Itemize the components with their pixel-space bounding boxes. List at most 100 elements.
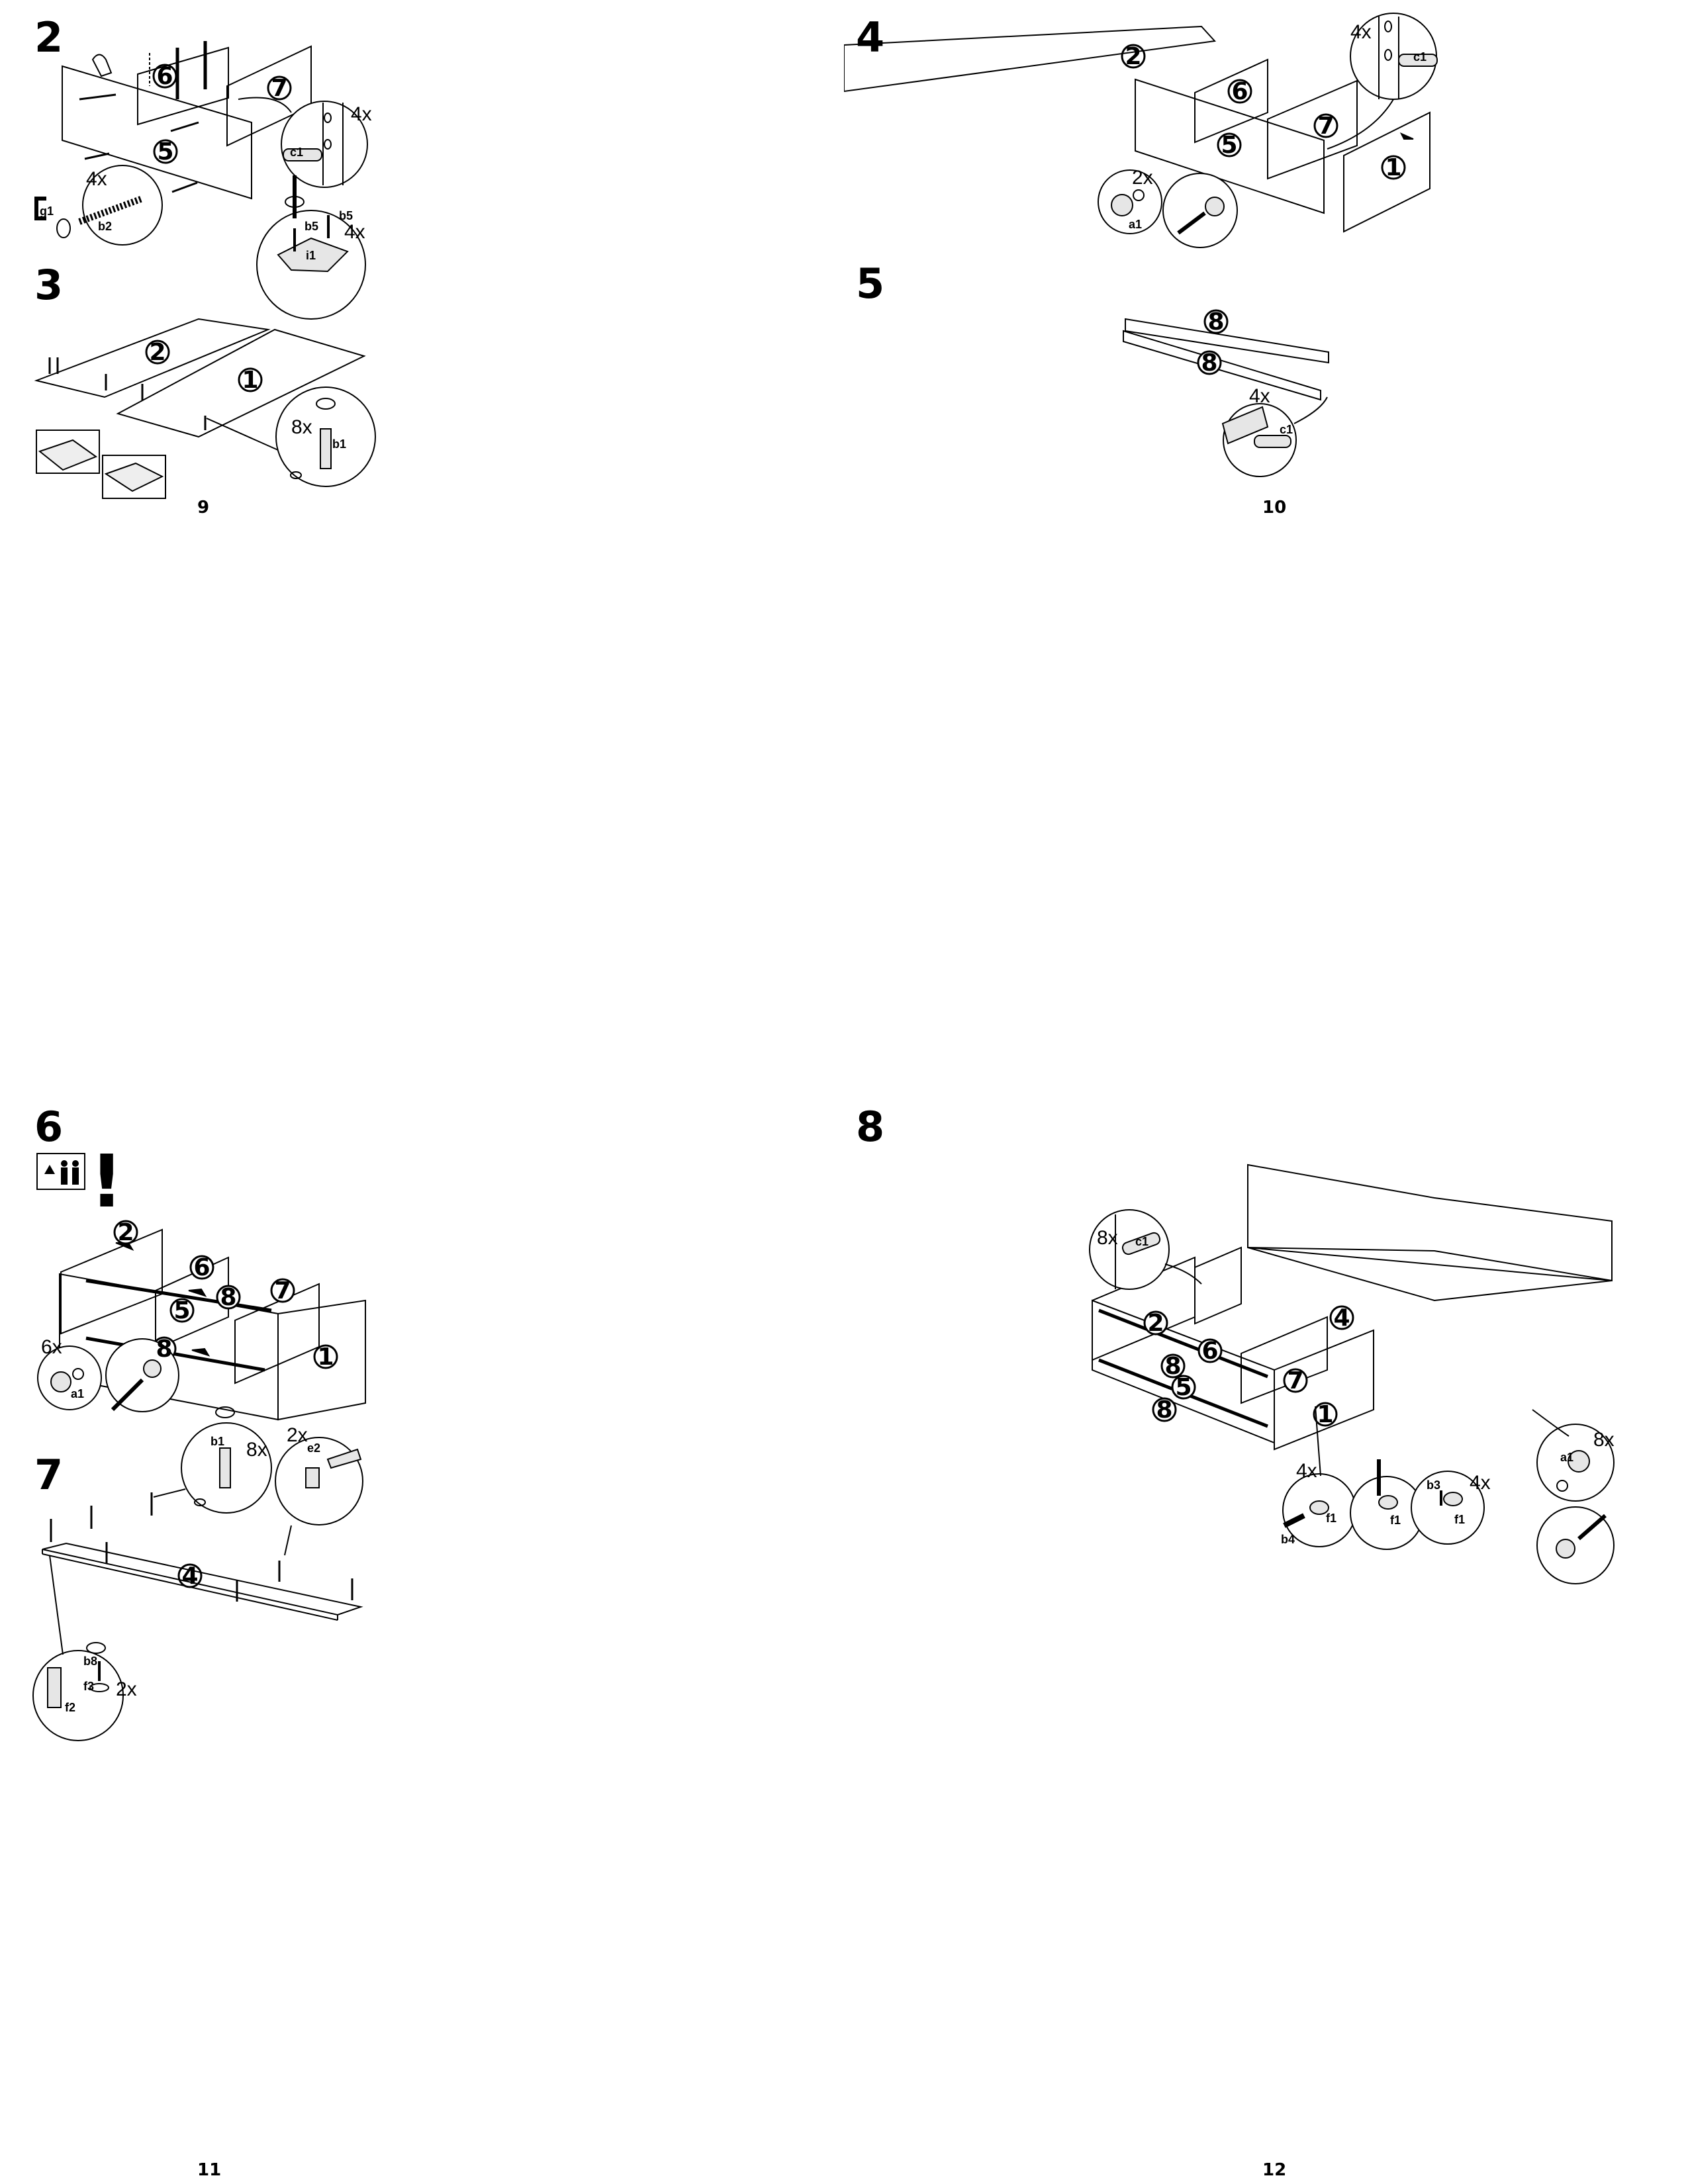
cam-screw-b2 — [78, 195, 144, 225]
part-code-label: i1 — [306, 249, 316, 262]
part-badge — [216, 1285, 241, 1310]
part-code-label: g1 — [40, 205, 54, 218]
side-panel-7 — [1241, 1316, 1328, 1404]
part-code-label: c1 — [1135, 1235, 1149, 1248]
part-number-label: 7 — [274, 1277, 291, 1304]
step-number: 2 — [34, 13, 64, 62]
part-number-label: 6 — [193, 1254, 210, 1281]
screwdriver-icon — [1577, 1514, 1607, 1541]
part-number-label: 7 — [271, 75, 287, 102]
part-code-label: f1 — [1390, 1514, 1401, 1527]
cam-lock-a1 — [50, 1371, 71, 1392]
assembly-illustration: 6 7 5 4x 4x c1 g1 b2 2 1 4x 8x b5 b5 i1 … — [34, 41, 376, 499]
back-panel-4 — [1247, 1247, 1613, 1302]
part-badge — [1329, 1305, 1354, 1330]
part-badge — [113, 1220, 138, 1245]
callout-line — [1164, 1263, 1202, 1285]
page-number: 9 — [197, 498, 210, 518]
part-number-label: 8 — [156, 1336, 172, 1363]
page-number: 12 — [1262, 2160, 1287, 2180]
screwdriver-icon — [215, 1406, 235, 1418]
dowel-c1 — [1398, 54, 1438, 67]
door-panel-1 — [1343, 111, 1430, 233]
screwdriver-icon — [316, 398, 336, 410]
step-number: 3 — [34, 261, 64, 309]
hammer-icon — [326, 1448, 362, 1469]
part-number-label: 1 — [317, 1343, 334, 1371]
part-number-label: 5 — [1221, 132, 1237, 159]
warning-pictogram — [44, 1160, 79, 1185]
part-number-label: 1 — [1385, 154, 1401, 181]
assembly-illustration: 2 6 8 7 5 8 1 6x a1 4 8x 2x 2x b1 e2 b8 … — [32, 1219, 366, 1741]
side-panel-7 — [1267, 79, 1358, 180]
dowel — [171, 181, 198, 193]
quantity-label: 4x — [1470, 1472, 1491, 1494]
part-number-label: 1 — [242, 367, 258, 394]
part-code-label: a1 — [71, 1387, 84, 1400]
part-badge — [189, 1255, 214, 1280]
quantity-label: 8x — [246, 1439, 267, 1461]
part-number-label: 8 — [1164, 1353, 1181, 1380]
part-badge — [1121, 44, 1146, 69]
part-code-label: b1 — [332, 437, 346, 451]
part-number-label: 2 — [1147, 1310, 1164, 1337]
quantity-label: 4x — [1350, 21, 1372, 43]
part-badge — [152, 64, 177, 89]
part-badge — [1203, 309, 1229, 334]
side-panel-1 — [1274, 1329, 1374, 1451]
callout-line — [153, 1488, 186, 1498]
arrow-icon — [191, 1347, 211, 1357]
part-number-label: 7 — [1287, 1367, 1303, 1394]
quantity-label: 8x — [1593, 1429, 1615, 1451]
dowel — [170, 121, 199, 132]
part-code-label: f1 — [1326, 1512, 1336, 1525]
part-code-label: c1 — [290, 146, 303, 159]
part-badge — [1152, 1397, 1177, 1422]
part-badge — [1160, 1353, 1186, 1379]
quantity-label: 4x — [351, 103, 372, 125]
assembly-illustration: 2 6 7 5 1 4x 2x c1 a1 8 8 4x c1 — [844, 13, 1438, 477]
washer-f3 — [89, 1683, 109, 1692]
back-panel-4-outline — [1247, 1163, 1613, 1282]
bracket-f2 — [47, 1667, 62, 1708]
assembly-illustration: 2 4 6 8 5 7 8 1 8x 8x 4x 4x c1 a1 b4 f1 … — [1089, 1163, 1615, 1584]
rail-8 — [85, 1336, 265, 1372]
part-badge — [153, 139, 178, 164]
part-badge — [238, 367, 263, 392]
exclamation-icon: ! — [90, 1139, 124, 1224]
part-code-label: f1 — [1454, 1513, 1465, 1526]
detail-box — [36, 430, 100, 474]
rail-8 — [1123, 330, 1321, 401]
part-number-label: 8 — [220, 1284, 236, 1311]
part-code-label: b2 — [98, 220, 112, 233]
detail-circle — [32, 1650, 124, 1741]
side-panel-6 — [137, 46, 229, 126]
detail-circle — [82, 165, 163, 246]
part-number-label: 5 — [157, 138, 173, 165]
part-badge — [270, 1278, 295, 1303]
callout-line — [49, 1555, 64, 1655]
part-badge — [1197, 1338, 1223, 1363]
manual-page-10: 4 5 10 — [844, 0, 1688, 1092]
bracket-f1 — [1443, 1492, 1463, 1506]
quantity-label: 4x — [344, 221, 365, 243]
quantity-label: 4x — [1249, 385, 1270, 407]
part-number-label: 7 — [1317, 113, 1334, 140]
part-number-label: 6 — [1201, 1338, 1218, 1365]
part-code-label: b5 — [339, 209, 353, 222]
part-badge — [267, 75, 292, 101]
top-panel-1 — [116, 328, 366, 438]
part-badge — [169, 1298, 195, 1323]
part-code-label: b1 — [211, 1435, 224, 1448]
callout-line — [1327, 99, 1394, 150]
allen-key-icon — [34, 197, 46, 220]
part-badge — [145, 340, 170, 365]
bracket-f1 — [1378, 1495, 1398, 1510]
cam-lock-a1 — [1205, 197, 1225, 216]
part-number-label: 4 — [181, 1563, 198, 1590]
cam-lock-a1 — [1111, 194, 1133, 216]
cam-lock-a1 — [1568, 1450, 1590, 1473]
callout-line — [1532, 1409, 1570, 1437]
part-code-label: b3 — [1427, 1479, 1440, 1492]
callout-line — [1315, 1406, 1321, 1477]
